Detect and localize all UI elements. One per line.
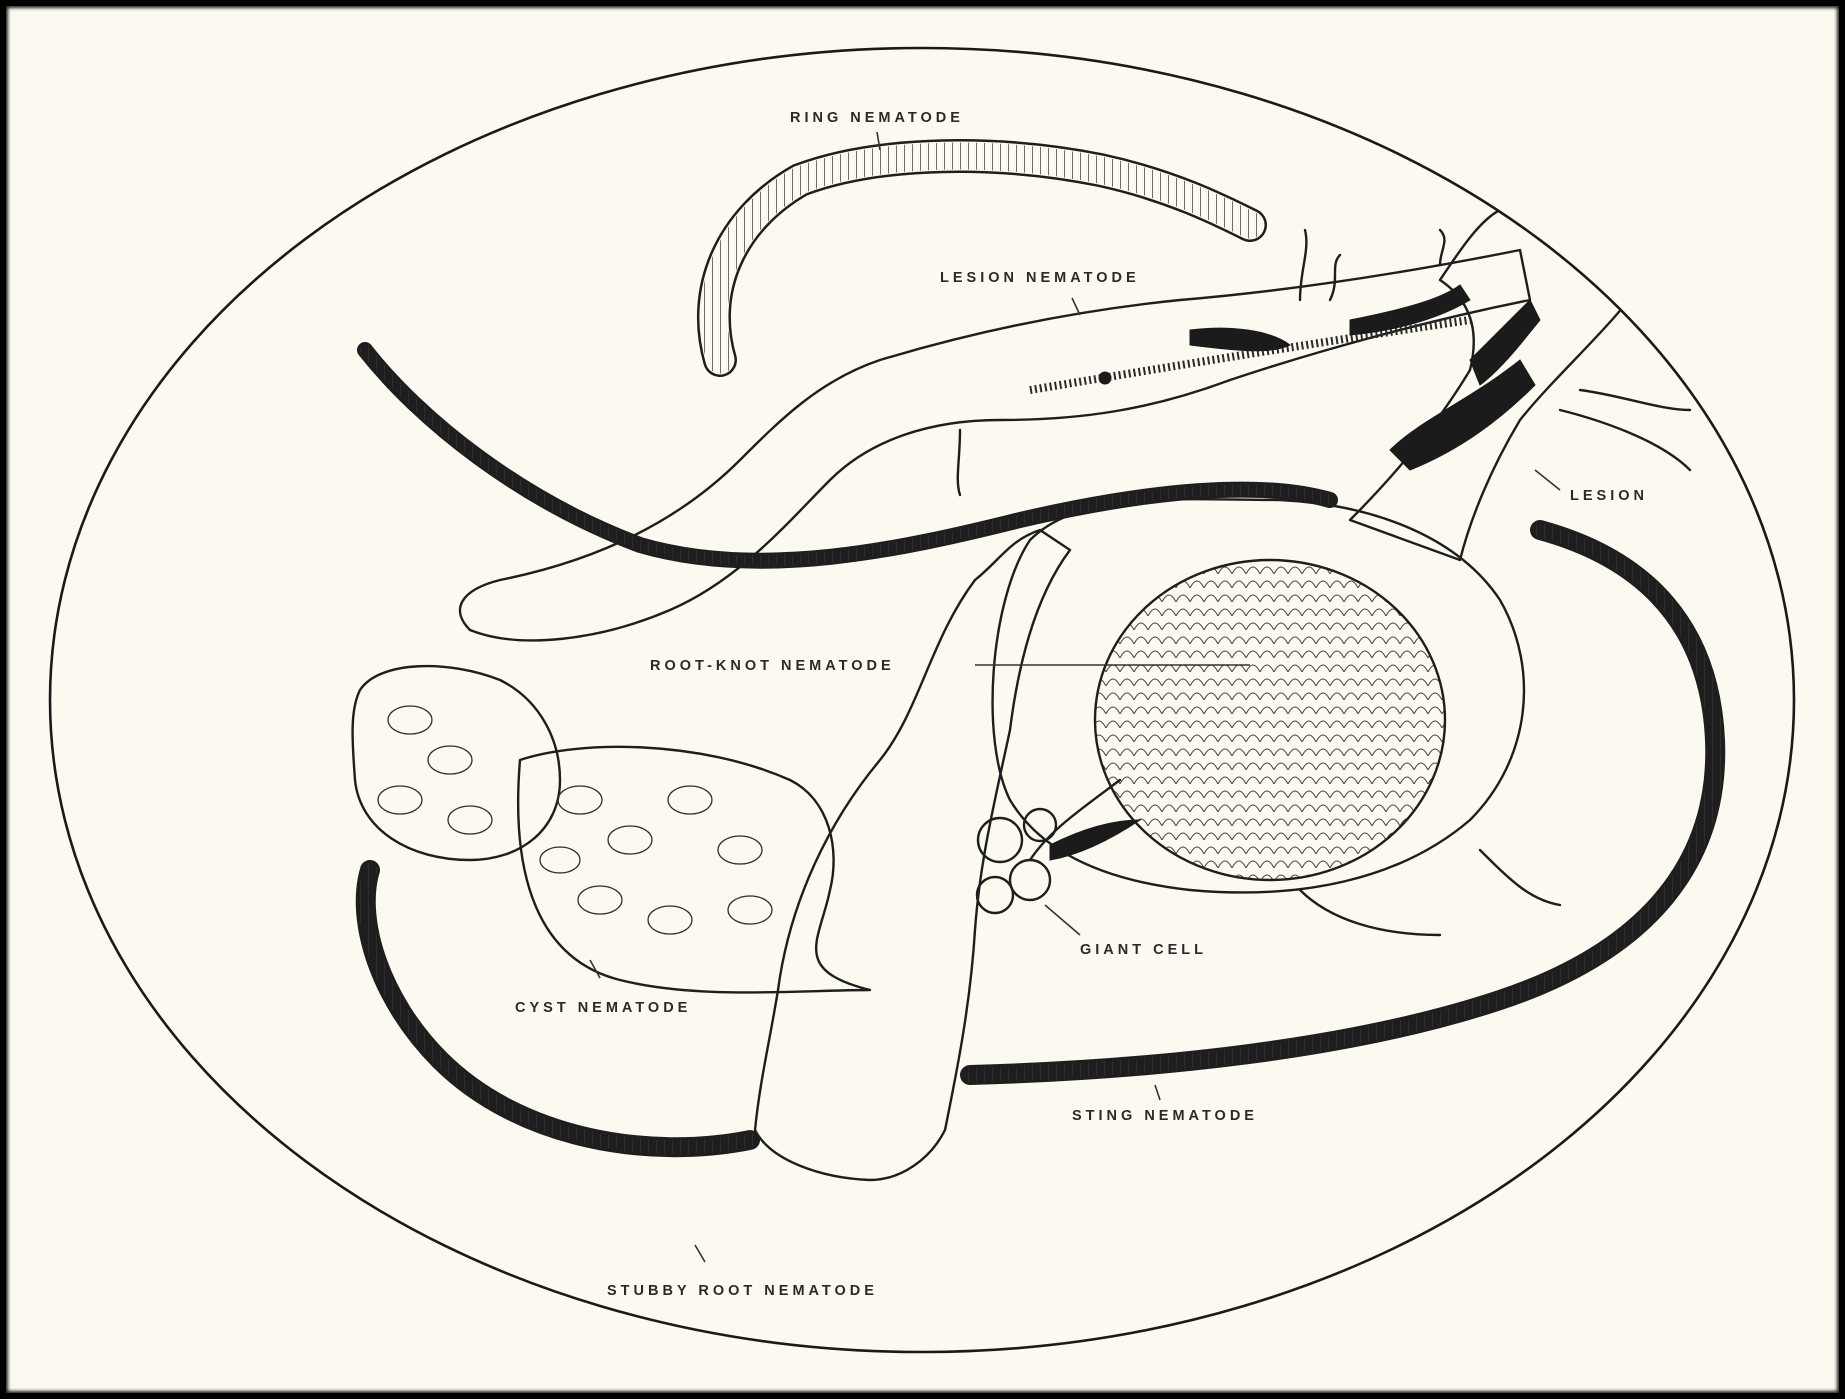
root-knot-nematode-body [1095,560,1445,880]
label-ring-nematode: RING NEMATODE [790,110,964,126]
lesion-nematode-spot [1099,372,1111,384]
lesion-root [460,250,1530,640]
label-cyst-nematode: CYST NEMATODE [515,1000,691,1016]
long-nematode-left [365,350,1330,561]
root-knot-head [1050,820,1140,860]
cyst-nematode [353,666,870,992]
label-lesion: LESION [1570,488,1648,504]
label-stubby-root-nematode: STUBBY ROOT NEMATODE [607,1283,878,1299]
lesion-marks [1190,285,1540,470]
label-sting-nematode: STING NEMATODE [1072,1108,1258,1124]
outer-oval [50,48,1794,1352]
label-root-knot-nematode: ROOT-KNOT NEMATODE [650,658,895,674]
label-lesion-nematode: LESION NEMATODE [940,270,1140,286]
label-giant-cell: GIANT CELL [1080,942,1207,958]
